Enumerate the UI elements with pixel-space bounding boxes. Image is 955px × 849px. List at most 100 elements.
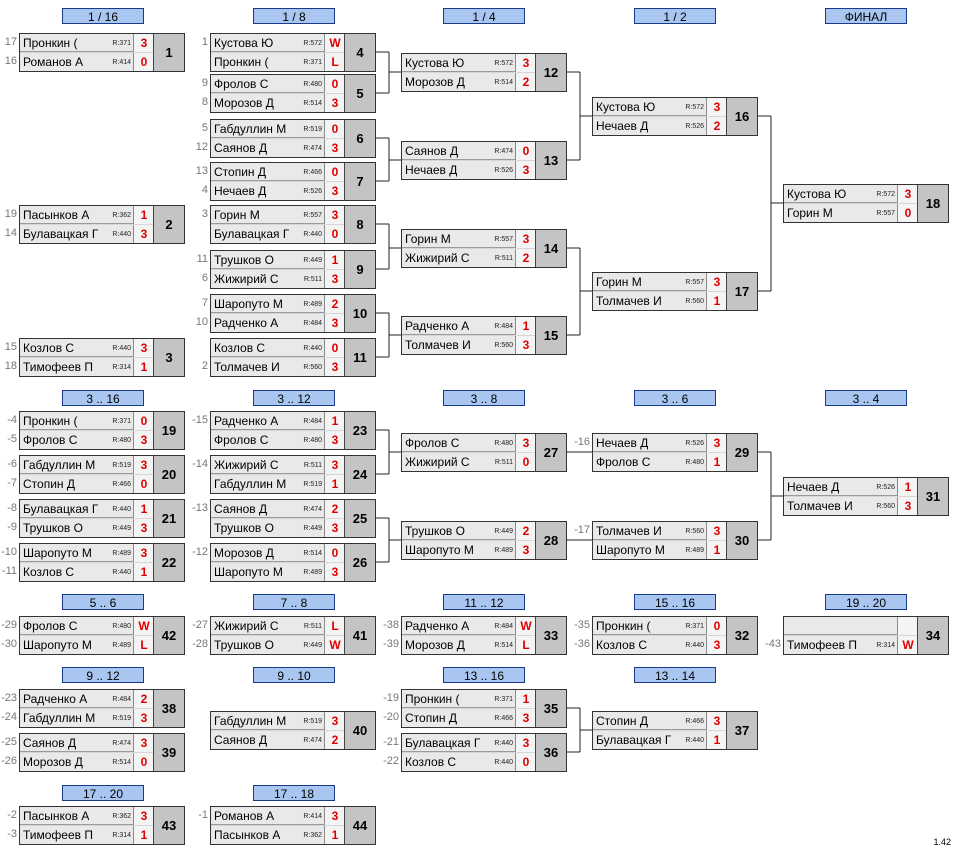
match-box[interactable]: Саянов ДR:4743Морозов ДR:514039 — [19, 733, 185, 772]
match-box[interactable]: Фролов СR:4800Морозов ДR:51435 — [210, 74, 376, 113]
player-row[interactable]: Пронкин (R:3710 — [20, 412, 154, 430]
player-row[interactable]: Шаропуто МR:4893 — [402, 541, 536, 559]
player-row[interactable]: Козлов СR:4400 — [211, 339, 345, 357]
player-row[interactable]: Жижирий СR:5113 — [211, 456, 345, 474]
match-box[interactable]: Горин МR:5573Булавацкая ГR:44008 — [210, 205, 376, 244]
player-row[interactable]: Нечаев ДR:5263 — [593, 434, 727, 452]
player-row[interactable]: Стопин ДR:4660 — [211, 163, 345, 181]
player-row[interactable]: Трушков ОR:4493 — [211, 519, 345, 537]
player-row[interactable]: Толмачев ИR:5603 — [211, 358, 345, 376]
player-row[interactable]: Фролов СR:4803 — [402, 434, 536, 452]
match-box[interactable]: Стопин ДR:4663Булавацкая ГR:440137 — [592, 711, 758, 750]
player-row[interactable]: Козлов СR:4403 — [20, 339, 154, 357]
player-row[interactable]: Кустова ЮR:572W — [211, 34, 345, 52]
match-box[interactable]: Романов АR:4143Пасынков АR:362144 — [210, 806, 376, 845]
match-box[interactable]: Габдуллин МR:5190Саянов ДR:47436 — [210, 119, 376, 158]
match-box[interactable]: Нечаев ДR:5261Толмачев ИR:560331 — [783, 477, 949, 516]
match-box[interactable]: Саянов ДR:4742Трушков ОR:449325 — [210, 499, 376, 538]
player-row[interactable]: Пронкин (R:3711 — [402, 690, 536, 708]
player-row[interactable]: Габдуллин МR:5193 — [20, 456, 154, 474]
player-row[interactable]: Булавацкая ГR:4401 — [593, 731, 727, 749]
player-row[interactable]: Жижирий СR:511L — [211, 617, 345, 635]
player-row[interactable]: Шаропуто МR:489L — [20, 636, 154, 654]
player-row[interactable]: Саянов ДR:4742 — [211, 731, 345, 749]
match-box[interactable]: Фролов СR:480WШаропуто МR:489L42 — [19, 616, 185, 655]
match-box[interactable]: Трушков ОR:4492Шаропуто МR:489328 — [401, 521, 567, 560]
player-row[interactable]: Шаропуто МR:4892 — [211, 295, 345, 313]
match-box[interactable]: Кустова ЮR:5723Горин МR:557018 — [783, 184, 949, 223]
match-box[interactable]: Козлов СR:4403Тимофеев ПR:31413 — [19, 338, 185, 377]
match-box[interactable]: Шаропуто МR:4893Козлов СR:440122 — [19, 543, 185, 582]
match-box[interactable]: Нечаев ДR:5263Фролов СR:480129 — [592, 433, 758, 472]
match-box[interactable]: Тимофеев ПR:314W34 — [783, 616, 949, 655]
player-row[interactable]: Горин МR:5573 — [402, 230, 536, 248]
player-row[interactable]: Пасынков АR:3623 — [20, 807, 154, 825]
match-box[interactable]: Пасынков АR:3621Булавацкая ГR:44032 — [19, 205, 185, 244]
player-row[interactable]: Радченко АR:4842 — [20, 690, 154, 708]
player-row[interactable]: Морозов ДR:514L — [402, 636, 536, 654]
player-row[interactable]: Нечаев ДR:5261 — [784, 478, 918, 496]
player-row[interactable]: Тимофеев ПR:3141 — [20, 826, 154, 844]
player-row[interactable]: Габдуллин МR:5190 — [211, 120, 345, 138]
player-row[interactable]: Тимофеев ПR:314W — [784, 636, 918, 654]
match-box[interactable]: Горин МR:5573Жижирий СR:511214 — [401, 229, 567, 268]
player-row[interactable]: Нечаев ДR:5263 — [211, 182, 345, 200]
player-row[interactable]: Пронкин (R:3710 — [593, 617, 727, 635]
match-box[interactable]: Трушков ОR:4491Жижирий СR:51139 — [210, 250, 376, 289]
player-row[interactable]: Трушков ОR:4492 — [402, 522, 536, 540]
player-row[interactable]: Трушков ОR:4491 — [211, 251, 345, 269]
player-row[interactable]: Пронкин (R:3713 — [20, 34, 154, 52]
match-box[interactable]: Горин МR:5573Толмачев ИR:560117 — [592, 272, 758, 311]
player-row[interactable]: Булавацкая ГR:4403 — [402, 734, 536, 752]
player-row[interactable]: Стопин ДR:4660 — [20, 475, 154, 493]
match-box[interactable]: Кустова ЮR:5723Морозов ДR:514212 — [401, 53, 567, 92]
player-row[interactable]: Радченко АR:4841 — [402, 317, 536, 335]
player-row[interactable]: Фролов СR:4801 — [593, 453, 727, 471]
player-row[interactable]: Нечаев ДR:5262 — [593, 117, 727, 135]
player-row[interactable]: Толмачев ИR:5603 — [784, 497, 918, 515]
player-row[interactable]: Фролов СR:4803 — [20, 431, 154, 449]
match-box[interactable]: Габдуллин МR:5193Саянов ДR:474240 — [210, 711, 376, 750]
match-box[interactable]: Толмачев ИR:5603Шаропуто МR:489130 — [592, 521, 758, 560]
player-row[interactable]: Стопин ДR:4663 — [593, 712, 727, 730]
match-box[interactable]: Шаропуто МR:4892Радченко АR:484310 — [210, 294, 376, 333]
player-row[interactable]: Горин МR:5573 — [211, 206, 345, 224]
player-row[interactable]: Саянов ДR:4740 — [402, 142, 536, 160]
player-row[interactable]: Толмачев ИR:5603 — [593, 522, 727, 540]
player-row[interactable]: Нечаев ДR:5263 — [402, 161, 536, 179]
match-box[interactable]: Стопин ДR:4660Нечаев ДR:52637 — [210, 162, 376, 201]
player-row[interactable]: Морозов ДR:5140 — [211, 544, 345, 562]
player-row[interactable]: Фролов СR:4800 — [211, 75, 345, 93]
match-box[interactable]: Кустова ЮR:5723Нечаев ДR:526216 — [592, 97, 758, 136]
player-row[interactable]: Саянов ДR:4743 — [20, 734, 154, 752]
player-row[interactable]: Трушков ОR:449W — [211, 636, 345, 654]
player-row[interactable]: Саянов ДR:4743 — [211, 139, 345, 157]
player-row[interactable]: Булавацкая ГR:4403 — [20, 225, 154, 243]
player-row[interactable]: Жижирий СR:5113 — [211, 270, 345, 288]
player-row[interactable]: Козлов СR:4400 — [402, 753, 536, 771]
match-box[interactable]: Пасынков АR:3623Тимофеев ПR:314143 — [19, 806, 185, 845]
player-row[interactable]: Тимофеев ПR:3141 — [20, 358, 154, 376]
match-box[interactable]: Радченко АR:484WМорозов ДR:514L33 — [401, 616, 567, 655]
match-box[interactable]: Пронкин (R:3713Романов АR:41401 — [19, 33, 185, 72]
player-row[interactable]: Толмачев ИR:5603 — [402, 336, 536, 354]
player-row[interactable]: Пасынков АR:3621 — [211, 826, 345, 844]
match-box[interactable]: Козлов СR:4400Толмачев ИR:560311 — [210, 338, 376, 377]
match-box[interactable]: Саянов ДR:4740Нечаев ДR:526313 — [401, 141, 567, 180]
match-box[interactable]: Булавацкая ГR:4401Трушков ОR:449321 — [19, 499, 185, 538]
match-box[interactable]: Радченко АR:4841Фролов СR:480323 — [210, 411, 376, 450]
match-box[interactable]: Радченко АR:4842Габдуллин МR:519338 — [19, 689, 185, 728]
player-row[interactable]: Радченко АR:484W — [402, 617, 536, 635]
player-row[interactable]: Морозов ДR:5143 — [211, 94, 345, 112]
player-row[interactable]: Горин МR:5573 — [593, 273, 727, 291]
player-row[interactable]: Толмачев ИR:5601 — [593, 292, 727, 310]
player-row[interactable]: Саянов ДR:4742 — [211, 500, 345, 518]
player-row[interactable]: Морозов ДR:5142 — [402, 73, 536, 91]
player-row[interactable]: Габдуллин МR:5193 — [20, 709, 154, 727]
player-row[interactable]: Шаропуто МR:4893 — [20, 544, 154, 562]
player-row[interactable]: Пасынков АR:3621 — [20, 206, 154, 224]
player-row[interactable]: Радченко АR:4841 — [211, 412, 345, 430]
match-box[interactable]: Радченко АR:4841Толмачев ИR:560315 — [401, 316, 567, 355]
player-row[interactable]: Фролов СR:4803 — [211, 431, 345, 449]
match-box[interactable]: Морозов ДR:5140Шаропуто МR:489326 — [210, 543, 376, 582]
